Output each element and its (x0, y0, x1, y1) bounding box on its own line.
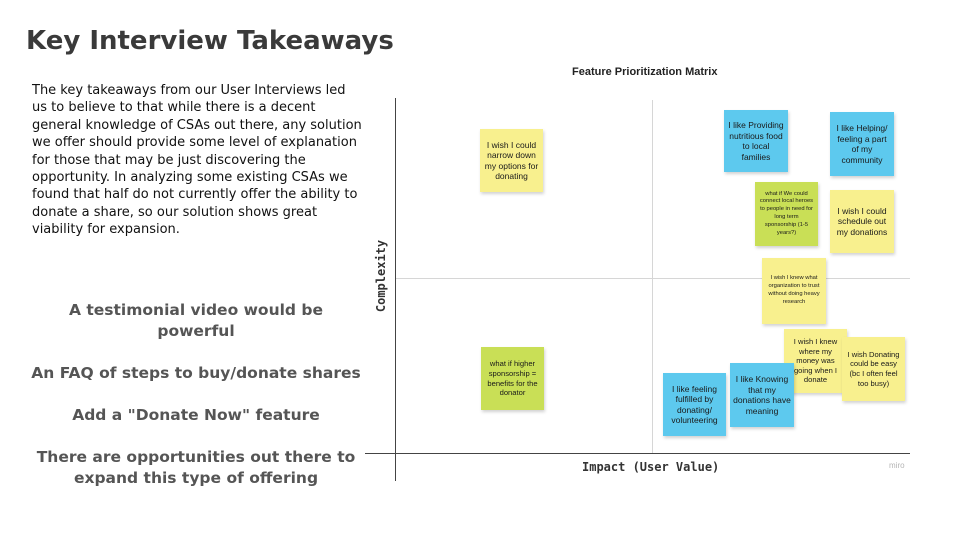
sticky-note[interactable]: I like feeling fulfilled by donating/ vo… (663, 373, 726, 436)
sticky-note-text: I wish I could schedule out my donations (836, 205, 888, 237)
sticky-note[interactable]: I wish I knew what organization to trust… (762, 258, 826, 324)
takeaway-item: An FAQ of steps to buy/donate shares (31, 364, 361, 382)
x-axis-line (365, 453, 910, 454)
sticky-note[interactable]: I wish I could narrow down my options fo… (480, 129, 543, 192)
sticky-note[interactable]: what if We could connect local heroes to… (755, 182, 818, 246)
sticky-note-text: I like feeling fulfilled by donating/ vo… (671, 383, 718, 426)
sticky-note-text: what if higher sponsorship = benefits fo… (487, 359, 538, 398)
y-axis-line (395, 98, 396, 481)
sticky-note-text: I like Knowing that my donations have me… (733, 374, 791, 416)
sticky-note[interactable]: I wish Donating could be easy (bc I ofte… (842, 337, 905, 401)
matrix-title: Feature Prioritization Matrix (572, 66, 718, 78)
sticky-note-text: I wish I could narrow down my options fo… (484, 139, 539, 182)
intro-paragraph: The key takeaways from our User Intervie… (32, 83, 362, 238)
quadrant-divider-vertical (652, 100, 653, 453)
miro-watermark: miro (889, 461, 905, 470)
sticky-note-text: I like Helping/ feeling a part of my com… (836, 123, 888, 165)
takeaway-item: Add a "Donate Now" feature (72, 406, 320, 424)
y-axis-label: Complexity (374, 239, 388, 313)
sticky-note[interactable]: I wish I knew where my money was going w… (784, 329, 847, 393)
takeaway-item: A testimonial video would be powerful (68, 301, 324, 340)
sticky-note-text: I wish Donating could be easy (bc I ofte… (847, 349, 900, 388)
takeaway-list: A testimonial video would be powerful An… (30, 300, 362, 510)
sticky-note[interactable]: what if higher sponsorship = benefits fo… (481, 347, 544, 410)
sticky-note-text: I like Providing nutritious food to loca… (728, 120, 784, 162)
sticky-note-text: what if We could connect local heroes to… (759, 190, 814, 236)
x-axis-label: Impact (User Value) (582, 460, 720, 474)
takeaway-item: There are opportunities out there to exp… (36, 448, 356, 487)
sticky-note[interactable]: I wish I could schedule out my donations (830, 190, 894, 253)
sticky-note-text: I wish I knew where my money was going w… (793, 337, 838, 385)
page-title: Key Interview Takeaways (26, 26, 394, 56)
sticky-note[interactable]: I like Providing nutritious food to loca… (724, 110, 788, 172)
sticky-note[interactable]: I like Helping/ feeling a part of my com… (830, 112, 894, 176)
sticky-note[interactable]: I like Knowing that my donations have me… (730, 363, 794, 427)
sticky-note-text: I wish I knew what organization to trust… (768, 275, 820, 305)
